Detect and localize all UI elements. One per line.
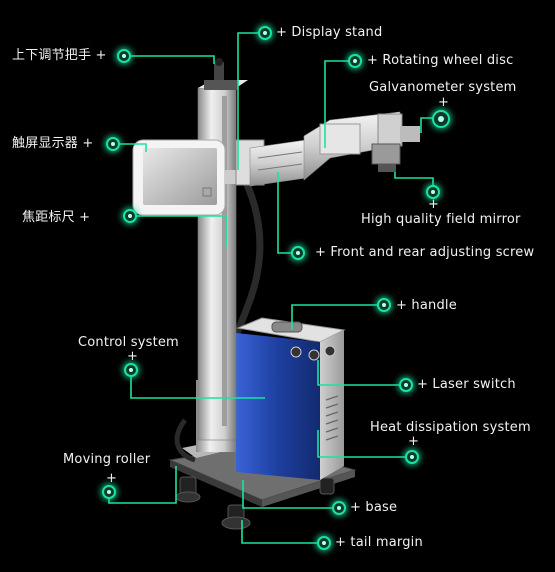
field-lens (371, 143, 401, 165)
label-touch-screen: 触屏显示器 + (12, 136, 94, 151)
label-adjust-screw: + Front and rear adjusting screw (315, 245, 535, 260)
label-focus-scale: 焦距标尺 + (22, 210, 91, 225)
hotspot-focus-scale[interactable] (123, 209, 137, 223)
hotspot-rotating-wheel[interactable] (348, 54, 362, 68)
leader-lines (108, 32, 441, 544)
roller-icons (175, 476, 335, 530)
plus-field-mirror: + (428, 197, 439, 212)
label-laser-switch: + Laser switch (417, 377, 516, 392)
cabinet-side (320, 330, 344, 480)
label-rotating-wheel: + Rotating wheel disc (367, 53, 514, 68)
label-height-handle: 上下调节把手 + (12, 48, 107, 63)
hotspot-height-handle[interactable] (117, 49, 131, 63)
label-moving-roller: Moving roller (63, 452, 151, 467)
hotspot-tail-margin[interactable] (317, 536, 331, 550)
hotspot-heat-dissipation[interactable] (405, 450, 419, 464)
hotspot-base[interactable] (332, 501, 346, 515)
hotspot-touch-screen[interactable] (106, 137, 120, 151)
label-field-mirror: High quality field mirror (361, 212, 521, 227)
cabinet-front (236, 333, 320, 480)
label-galvanometer: Galvanometer system (369, 80, 517, 95)
plus-moving-roller: + (106, 471, 117, 486)
hotspot-adjust-screw[interactable] (291, 246, 305, 260)
label-heat-dissipation: Heat dissipation system (370, 420, 531, 435)
hotspot-handle[interactable] (377, 298, 391, 312)
label-tail-margin: + tail margin (335, 535, 423, 550)
hotspot-control-system[interactable] (124, 363, 138, 377)
label-display-stand: + Display stand (276, 25, 383, 40)
plus-galvanometer: + (438, 95, 449, 110)
plus-control-system: + (127, 349, 138, 364)
hotspot-display-stand[interactable] (258, 26, 272, 40)
hotspot-galvanometer[interactable] (432, 110, 450, 128)
label-base: + base (350, 500, 398, 515)
label-control-system: Control system (78, 335, 179, 350)
hotspot-moving-roller[interactable] (102, 485, 116, 499)
hotspot-field-mirror[interactable] (426, 185, 440, 199)
hotspot-laser-switch[interactable] (399, 378, 413, 392)
label-handle: + handle (396, 298, 457, 313)
plus-heat-dissipation: + (408, 434, 419, 449)
